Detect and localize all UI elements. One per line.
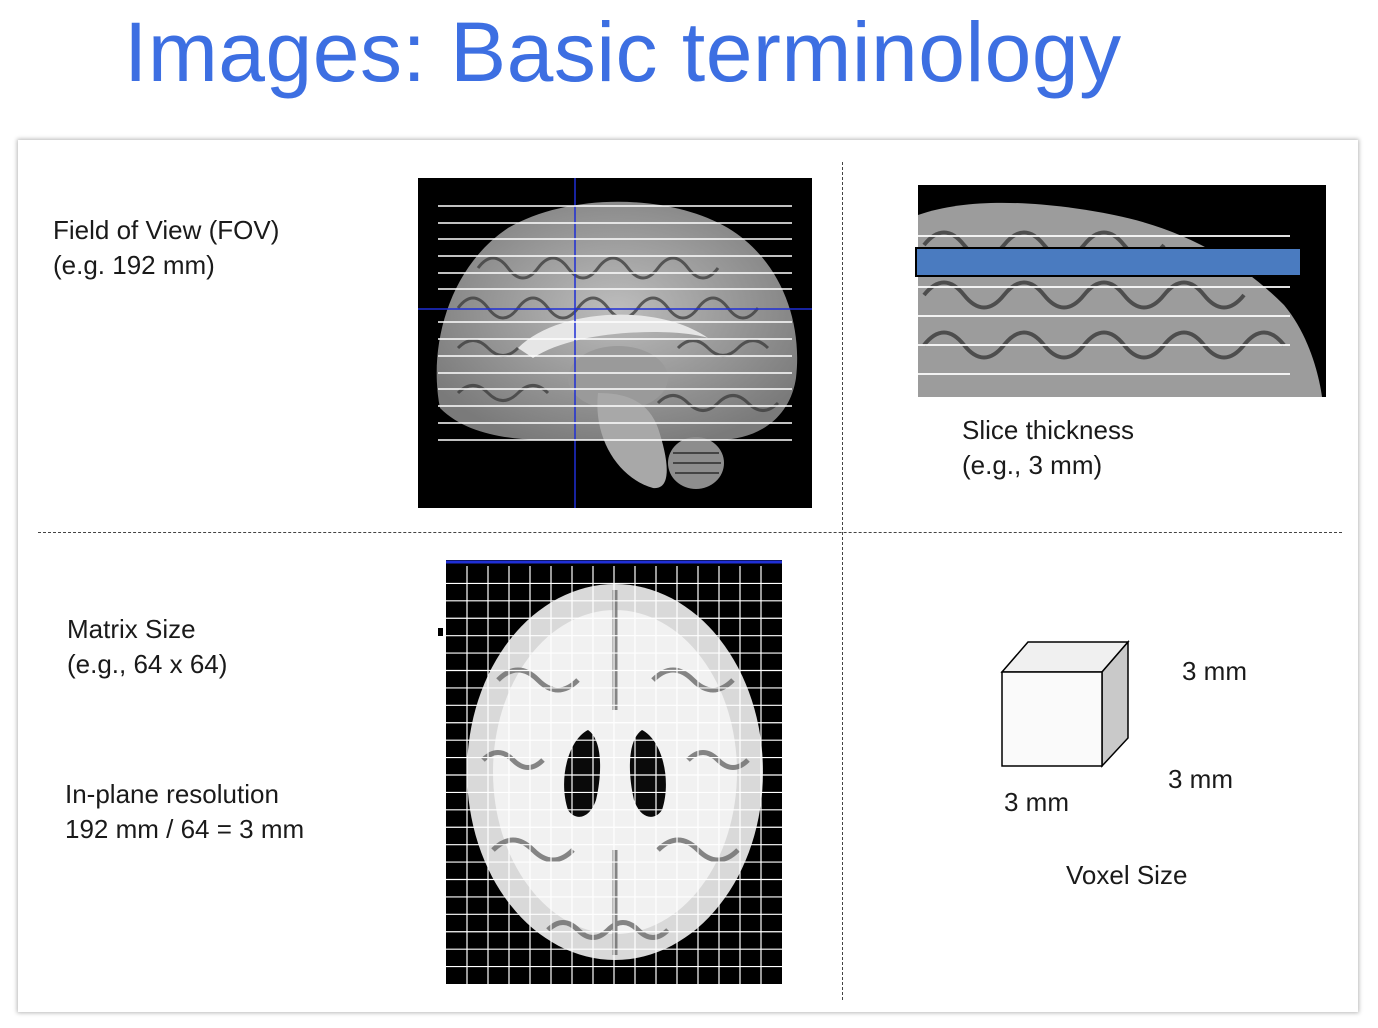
voxel-dim-bottom: 3 mm bbox=[1004, 787, 1069, 817]
axial-brain-image bbox=[438, 560, 784, 986]
slice-term: Slice thickness bbox=[962, 415, 1134, 445]
fov-example: (e.g. 192 mm) bbox=[53, 250, 215, 280]
matrix-term: Matrix Size bbox=[67, 614, 196, 644]
resolution-label: In-plane resolution 192 mm / 64 = 3 mm bbox=[65, 777, 304, 847]
slide-title: Images: Basic terminology bbox=[124, 5, 1122, 99]
zoomed-brain-image bbox=[914, 185, 1326, 397]
resolution-formula: 192 mm / 64 = 3 mm bbox=[65, 814, 305, 844]
resolution-term: In-plane resolution bbox=[65, 779, 279, 809]
voxel-caption: Voxel Size bbox=[1066, 860, 1188, 890]
sagittal-brain-image bbox=[418, 178, 812, 508]
slice-label: Slice thickness (e.g., 3 mm) bbox=[962, 413, 1134, 483]
matrix-label: Matrix Size (e.g., 64 x 64) bbox=[67, 612, 227, 682]
slice-example: (e.g., 3 mm) bbox=[962, 450, 1103, 480]
voxel-cube-icon bbox=[988, 630, 1138, 770]
horizontal-divider bbox=[38, 532, 1342, 533]
content-panel: Field of View (FOV) (e.g. 192 mm) bbox=[18, 140, 1358, 1012]
voxel-dim-side: 3 mm bbox=[1168, 764, 1233, 794]
voxel-dim-top: 3 mm bbox=[1182, 656, 1247, 686]
fov-term: Field of View (FOV) bbox=[53, 215, 280, 245]
fov-label: Field of View (FOV) (e.g. 192 mm) bbox=[53, 213, 279, 283]
vertical-divider bbox=[842, 162, 843, 1000]
matrix-example: (e.g., 64 x 64) bbox=[67, 649, 228, 679]
